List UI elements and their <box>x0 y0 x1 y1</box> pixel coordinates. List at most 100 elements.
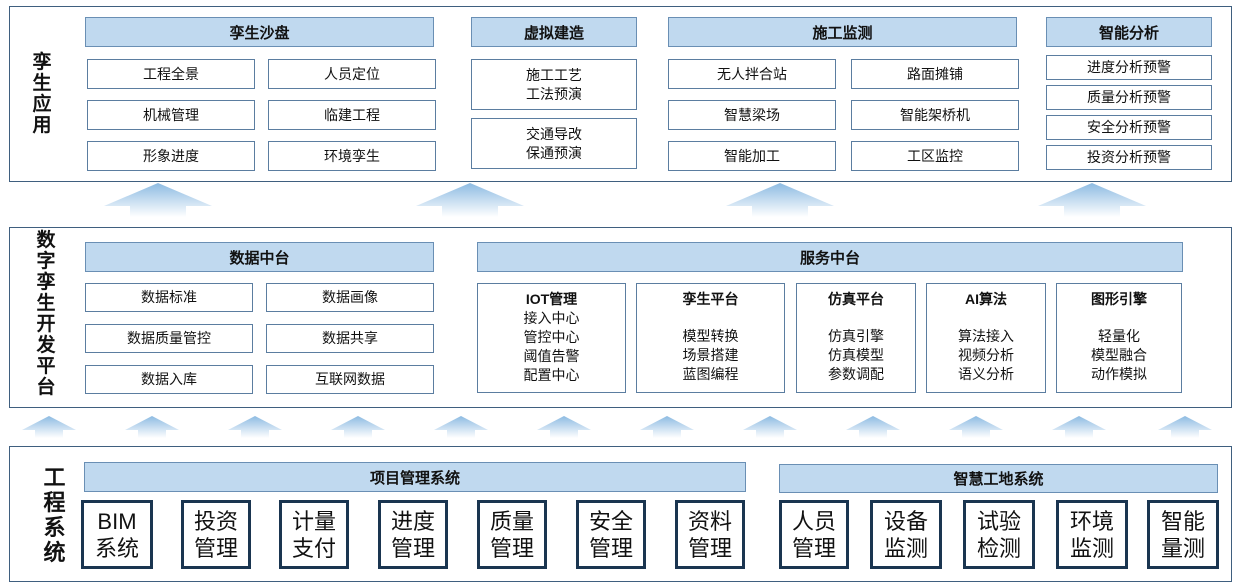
app-item-line-2: 工法预演 <box>526 85 582 102</box>
module-item: 场景搭建 <box>682 347 739 363</box>
app-item-investment-warning[interactable]: 投资分析预警 <box>1046 145 1212 170</box>
system-line-2: 监测 <box>1069 535 1114 561</box>
system-quality-management[interactable]: 质量管理 <box>477 500 547 569</box>
service-module-graphics-engine[interactable]: 图形引擎 轻量化 模型融合 动作模拟 <box>1056 283 1182 393</box>
smart-site-system-header: 智慧工地系统 <box>779 464 1218 493</box>
app-item-machinery-management[interactable]: 机械管理 <box>87 100 255 130</box>
system-progress-management[interactable]: 进度管理 <box>378 500 448 569</box>
up-arrow-icon <box>537 416 591 438</box>
app-item-visual-progress[interactable]: 形象进度 <box>87 141 255 171</box>
up-arrow-icon <box>726 183 834 217</box>
system-testing-inspection[interactable]: 试验检测 <box>963 500 1035 569</box>
system-line-2: 管理 <box>390 535 435 561</box>
system-line-2: 管理 <box>193 535 238 561</box>
service-module-ai-algorithm[interactable]: AI算法 算法接入 视频分析 语义分析 <box>926 283 1046 393</box>
module-item: 仿真引擎 <box>828 328 884 344</box>
up-arrow-icon <box>846 416 900 438</box>
system-equipment-monitoring[interactable]: 设备监测 <box>870 500 942 569</box>
app-item-work-area-monitoring[interactable]: 工区监控 <box>851 141 1019 171</box>
app-item-smart-bridge-erector[interactable]: 智能架桥机 <box>851 100 1019 130</box>
data-item-standard[interactable]: 数据标准 <box>85 283 253 312</box>
system-line-2: 支付 <box>291 535 336 561</box>
system-line-1: 智能 <box>1160 508 1205 534</box>
module-item: 模型转换 <box>682 328 739 344</box>
service-module-iot[interactable]: IOT管理 接入中心 管控中心 阈值告警 配置中心 <box>477 283 626 393</box>
service-module-twin-platform[interactable]: 孪生平台 模型转换 场景搭建 蓝图编程 <box>636 283 785 393</box>
system-line-1: BIM <box>97 508 137 534</box>
service-module-simulation[interactable]: 仿真平台 仿真引擎 仿真模型 参数调配 <box>796 283 916 393</box>
module-item: 参数调配 <box>828 366 884 382</box>
smart-analysis-header: 智能分析 <box>1046 17 1212 47</box>
system-line-1: 安全 <box>588 508 633 534</box>
app-item-smart-processing[interactable]: 智能加工 <box>668 141 836 171</box>
construction-monitoring-header: 施工监测 <box>668 17 1017 47</box>
app-item-smart-beam-yard[interactable]: 智慧梁场 <box>668 100 836 130</box>
app-item-safety-warning[interactable]: 安全分析预警 <box>1046 115 1212 140</box>
app-item-road-paving[interactable]: 路面摊铺 <box>851 59 1019 89</box>
module-item: 管控中心 <box>523 329 580 345</box>
system-line-1: 人员 <box>791 508 836 534</box>
app-item-line-1: 施工工艺 <box>526 66 582 83</box>
module-title: 孪生平台 <box>682 291 739 307</box>
data-item-quality-control[interactable]: 数据质量管控 <box>85 324 253 353</box>
system-line-1: 试验 <box>976 508 1021 534</box>
up-arrow-icon <box>434 416 488 438</box>
system-measurement-payment[interactable]: 计量支付 <box>279 500 349 569</box>
module-item: 语义分析 <box>958 366 1014 382</box>
system-smart-measurement[interactable]: 智能量测 <box>1147 500 1219 569</box>
system-document-management[interactable]: 资料管理 <box>675 500 745 569</box>
module-item: 阈值告警 <box>523 348 580 364</box>
app-item-traffic-diversion-preview[interactable]: 交通导改 保通预演 <box>471 118 637 169</box>
module-title: 仿真平台 <box>828 291 884 307</box>
app-item-unmanned-mixing-station[interactable]: 无人拌合站 <box>668 59 836 89</box>
system-line-1: 质量 <box>489 508 534 534</box>
app-item-project-panorama[interactable]: 工程全景 <box>87 59 255 89</box>
system-personnel-management[interactable]: 人员管理 <box>779 500 849 569</box>
data-item-profile[interactable]: 数据画像 <box>266 283 434 312</box>
app-item-construction-process-preview[interactable]: 施工工艺 工法预演 <box>471 59 637 110</box>
system-line-1: 计量 <box>291 508 336 534</box>
system-line-2: 量测 <box>1160 535 1205 561</box>
up-arrow-icon <box>1038 183 1146 217</box>
data-item-ingestion[interactable]: 数据入库 <box>85 365 253 394</box>
system-line-2: 管理 <box>588 535 633 561</box>
up-arrow-icon <box>331 416 385 438</box>
engineering-systems-label: 工程系统 <box>43 465 66 565</box>
system-line-1: 设备 <box>883 508 928 534</box>
module-item: 轻量化 <box>1098 328 1140 344</box>
app-item-temporary-works[interactable]: 临建工程 <box>268 100 436 130</box>
system-investment-management[interactable]: 投资管理 <box>181 500 251 569</box>
app-item-personnel-location[interactable]: 人员定位 <box>268 59 436 89</box>
development-platform-label: 数字孪生开发平台 <box>36 230 56 398</box>
data-item-internet-data[interactable]: 互联网数据 <box>266 365 434 394</box>
app-item-quality-warning[interactable]: 质量分析预警 <box>1046 85 1212 110</box>
up-arrow-icon <box>416 183 524 217</box>
module-item: 算法接入 <box>958 328 1014 344</box>
app-item-progress-warning[interactable]: 进度分析预警 <box>1046 55 1212 80</box>
module-item: 配置中心 <box>523 367 580 383</box>
app-item-environment-twin[interactable]: 环境孪生 <box>268 141 436 171</box>
twin-applications-label: 孪生应用 <box>32 52 52 136</box>
module-item: 仿真模型 <box>828 347 884 363</box>
system-line-2: 管理 <box>791 535 836 561</box>
module-title: 图形引擎 <box>1091 291 1147 307</box>
data-item-sharing[interactable]: 数据共享 <box>266 324 434 353</box>
system-safety-management[interactable]: 安全管理 <box>576 500 646 569</box>
project-management-system-header: 项目管理系统 <box>84 462 746 492</box>
system-line-1: 投资 <box>193 508 238 534</box>
twin-sandbox-header: 孪生沙盘 <box>85 17 434 47</box>
app-item-line-1: 交通导改 <box>526 125 582 142</box>
system-line-1: 环境 <box>1069 508 1114 534</box>
service-center-header: 服务中台 <box>477 242 1183 272</box>
system-line-2: 管理 <box>489 535 534 561</box>
system-environment-monitoring[interactable]: 环境监测 <box>1056 500 1128 569</box>
module-title: IOT管理 <box>525 291 578 307</box>
module-item: 蓝图编程 <box>682 366 739 382</box>
system-line-2: 检测 <box>976 535 1021 561</box>
up-arrow-icon <box>640 416 694 438</box>
system-line-2: 管理 <box>687 535 732 561</box>
data-center-header: 数据中台 <box>85 242 434 272</box>
module-item: 视频分析 <box>958 347 1014 363</box>
up-arrow-icon <box>743 416 797 438</box>
